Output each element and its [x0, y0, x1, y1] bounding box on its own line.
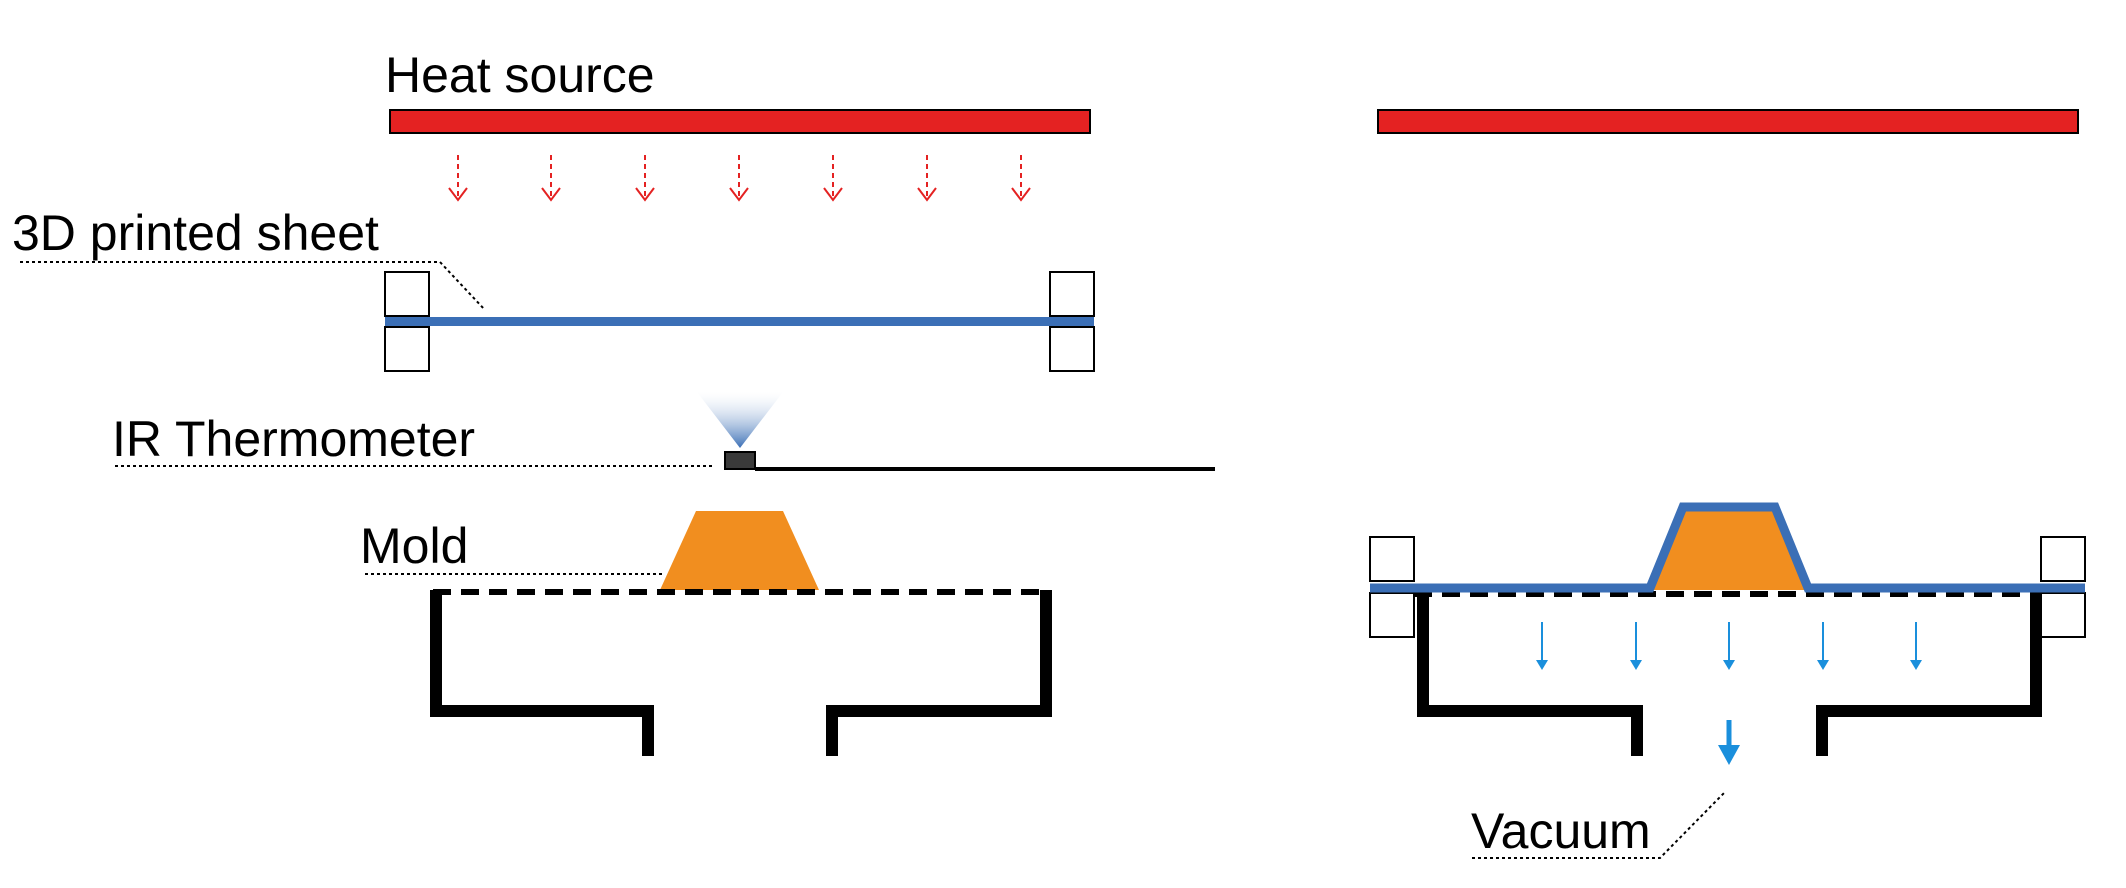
clamp-top-right-right-panel	[2040, 536, 2086, 582]
ir-thermometer-sensor	[724, 451, 756, 470]
heat-arrow	[823, 155, 843, 202]
vacuum-arrow	[1536, 622, 1548, 670]
heat-source-bar-right	[1377, 109, 2079, 134]
sheet-label: 3D printed sheet	[12, 205, 379, 261]
mold-shape-right	[1651, 511, 1806, 590]
ir-beam-cone	[697, 392, 783, 448]
heat-arrow	[448, 155, 468, 202]
clamp-top-right	[1049, 271, 1095, 317]
clamp-top-left	[384, 271, 430, 317]
vacuum-label: Vacuum	[1471, 803, 1651, 859]
ir-thermometer-label: IR Thermometer	[112, 411, 475, 467]
vacuum-outlet-arrow	[1718, 720, 1740, 765]
clamp-bottom-right-right-panel	[2040, 592, 2086, 638]
vacuum-arrows	[1536, 622, 1922, 765]
heat-arrow	[635, 155, 655, 202]
mold-label: Mold	[360, 518, 468, 574]
heat-arrow	[1011, 155, 1031, 202]
heat-arrow	[729, 155, 749, 202]
vacuum-arrow	[1630, 622, 1642, 670]
vacuum-arrow	[1910, 622, 1922, 670]
sheet-leader-line	[20, 261, 486, 311]
vacuum-box-right-wall-right	[1816, 592, 2042, 756]
printed-sheet	[385, 317, 1094, 326]
clamp-bottom-left	[384, 326, 430, 372]
right-panel: Vacuum	[1369, 109, 2086, 859]
vacuum-box-left-wall	[430, 590, 654, 756]
clamp-top-left-right-panel	[1369, 536, 1415, 582]
heat-source-bar	[389, 109, 1091, 134]
vacuum-arrow	[1817, 622, 1829, 670]
vacuum-box-right-wall	[826, 590, 1052, 756]
formed-sheet	[1370, 502, 2085, 593]
left-panel: Heat source	[12, 47, 1215, 756]
mold-shape	[660, 511, 819, 590]
heat-arrow	[917, 155, 937, 202]
clamp-bottom-right	[1049, 326, 1095, 372]
clamp-bottom-left-right-panel	[1369, 592, 1415, 638]
vacuum-box-left-wall-right	[1417, 592, 1643, 756]
heat-arrow	[541, 155, 561, 202]
vacuum-arrow	[1723, 622, 1735, 670]
vacuum-leader-line	[1472, 792, 1725, 859]
heat-arrows	[448, 155, 1031, 202]
heat-source-label: Heat source	[385, 47, 655, 103]
